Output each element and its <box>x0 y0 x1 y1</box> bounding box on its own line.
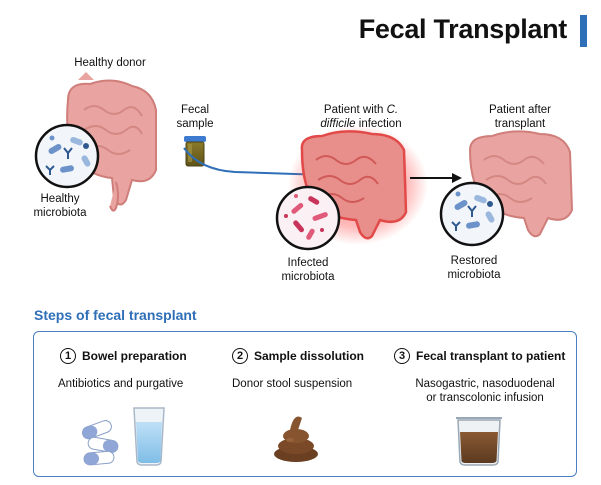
pills-and-water-icon <box>81 407 165 466</box>
step-1-desc-line1: Antibiotics and purgative <box>58 378 184 390</box>
step-1-number: 1 <box>60 348 76 364</box>
step-3: 3 Fecal transplant to patient <box>394 348 565 364</box>
steps-panel <box>33 331 577 477</box>
fecal-sample-jar-icon <box>184 136 206 167</box>
healthy-microbiota-icon <box>34 123 100 189</box>
infected-microbiota-line2: microbiota <box>281 271 335 283</box>
step-2-title: 2 Sample dissolution <box>232 348 364 364</box>
page-title: Fecal Transplant <box>358 14 568 44</box>
infected-microbiota-line1: Infected <box>287 257 329 269</box>
patient-line1-text: Patient with <box>323 104 387 116</box>
beaker-icon <box>456 417 502 466</box>
step-1-title: 1 Bowel preparation <box>60 348 187 364</box>
step-1-description: Antibiotics and purgative <box>58 377 208 391</box>
fecal-sample-line2: sample <box>176 118 214 130</box>
restored-microbiota-icon <box>439 181 505 247</box>
step-3-desc-line2: or transcolonic infusion <box>426 392 544 404</box>
title-accent-bar <box>580 15 587 47</box>
restored-microbiota-line2: microbiota <box>447 269 501 281</box>
step-2-description: Donor stool suspension <box>232 377 382 391</box>
fecal-sample-line1: Fecal <box>180 104 210 116</box>
step-3-number: 3 <box>394 348 410 364</box>
step-1-title-text: Bowel preparation <box>82 349 187 363</box>
after-transplant-label: Patient after transplant <box>470 103 570 131</box>
stool-icon <box>274 416 318 462</box>
restored-microbiota-label: Restored microbiota <box>434 254 514 282</box>
result-arrow <box>410 173 462 183</box>
patient-line2-text: infection <box>355 118 402 130</box>
step-2: 2 Sample dissolution <box>232 348 364 364</box>
healthy-microbiota-line2: microbiota <box>33 207 87 219</box>
healthy-microbiota-label: Healthy microbiota <box>20 192 100 220</box>
infected-microbiota-label: Infected microbiota <box>268 256 348 284</box>
infected-microbiota-icon <box>275 185 341 251</box>
fecal-sample-label: Fecal sample <box>170 103 220 131</box>
after-line2: transplant <box>494 118 546 130</box>
patient-line2-italic: difficile <box>320 118 356 130</box>
healthy-donor-label: Healthy donor <box>74 57 146 69</box>
after-line1: Patient after <box>488 104 551 116</box>
step-1: 1 Bowel preparation <box>60 348 187 364</box>
step-2-number: 2 <box>232 348 248 364</box>
step-3-desc-line1: Nasogastric, nasoduodenal <box>415 378 555 390</box>
patient-line1-italic: C. <box>386 104 399 116</box>
step-3-title: 3 Fecal transplant to patient <box>394 348 565 364</box>
steps-heading: Steps of fecal transplant <box>34 307 197 323</box>
step-2-title-text: Sample dissolution <box>254 349 365 363</box>
step-2-desc-line1: Donor stool suspension <box>232 378 353 390</box>
restored-microbiota-line1: Restored <box>450 255 498 267</box>
step-3-description: Nasogastric, nasoduodenal or transcoloni… <box>400 377 570 405</box>
patient-infection-label: Patient with C. difficile infection <box>296 103 426 131</box>
healthy-microbiota-line1: Healthy <box>40 193 80 205</box>
step-3-title-text: Fecal transplant to patient <box>416 349 566 363</box>
